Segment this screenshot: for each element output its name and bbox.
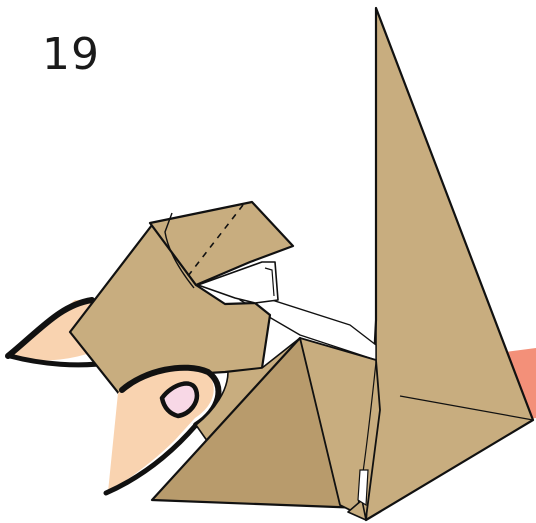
small-white-gap [358, 470, 368, 505]
back-triangle [366, 8, 533, 520]
